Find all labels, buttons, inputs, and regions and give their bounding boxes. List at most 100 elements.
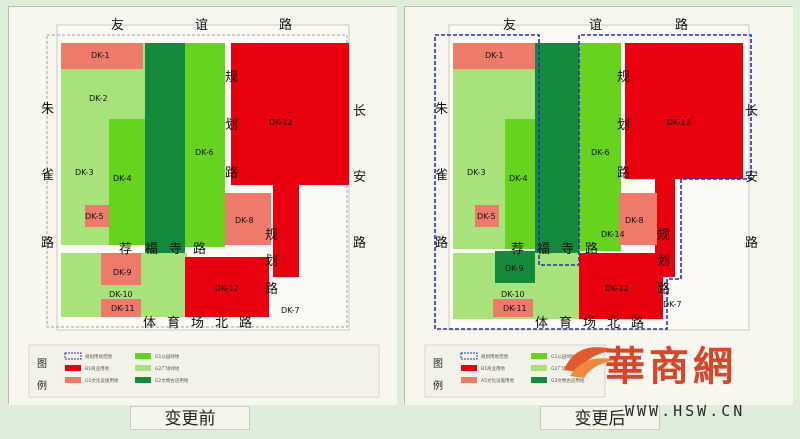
road-jianfusi-3: 寺 <box>561 242 574 257</box>
label-dk9: DK-9 <box>505 264 524 273</box>
road-planning-lower-2: 划 <box>265 254 278 269</box>
legend-item: G2文物古迹用地 <box>155 377 189 384</box>
parcel-dk1 <box>453 43 535 69</box>
parcel-dk6 <box>185 43 225 247</box>
parcel-dk13 <box>625 43 743 277</box>
label-dk8: DK-8 <box>625 216 644 225</box>
legend-item: 规划用地范围 <box>85 353 112 360</box>
label-dk14: DK-14 <box>601 230 625 239</box>
label-dk13: DK-13 <box>667 118 691 127</box>
road-jianfusi-3: 寺 <box>169 242 182 257</box>
parcel-heritage <box>145 43 185 253</box>
after-title: 变更后 <box>540 406 660 430</box>
road-changan-3: 路 <box>353 235 366 251</box>
road-youyi-1: 友 <box>111 17 124 33</box>
label-dk11: DK-11 <box>111 304 135 313</box>
legend-item: B1商业用地 <box>481 365 505 372</box>
legend-heading-1: 图 <box>37 358 47 370</box>
road-tiyu-3: 场 <box>583 316 596 331</box>
road-tiyu-2: 育 <box>559 315 572 331</box>
legend-item: G2广场绿地 <box>155 365 180 372</box>
road-zhuque-1: 朱 <box>41 102 54 117</box>
legend-before: 图 例 规划用地范围 B1商业用地 G1文化设施用地 G1公园绿地 G2广场绿地… <box>28 344 380 398</box>
road-planning-lower-3: 路 <box>657 281 670 297</box>
parcel-dk5 <box>85 205 109 227</box>
after-map: DK-1 DK-3 DK-4 DK-5 DK-6 DK-7 DK-8 DK-9 … <box>405 7 793 405</box>
road-changan-2: 安 <box>353 170 366 185</box>
label-dk5: DK-5 <box>85 212 104 221</box>
after-map-panel: DK-1 DK-3 DK-4 DK-5 DK-6 DK-7 DK-8 DK-9 … <box>404 6 793 405</box>
brand-swoosh-icon <box>564 347 616 378</box>
road-planning-2: 划 <box>617 118 630 133</box>
label-dk4: DK-4 <box>113 174 132 183</box>
road-jianfusi-4: 路 <box>193 241 206 257</box>
parcel-dk9 <box>495 251 535 283</box>
road-youyi-1: 友 <box>503 17 516 33</box>
legend-item: G1文化设施用地 <box>85 377 119 384</box>
parcel-dk8 <box>619 193 657 245</box>
road-changan-2: 安 <box>745 170 758 185</box>
road-changan-3: 路 <box>745 235 758 251</box>
road-jianfusi-1: 荐 <box>119 242 132 257</box>
label-dk1: DK-1 <box>485 51 504 60</box>
label-dk7: DK-7 <box>663 300 682 309</box>
road-youyi-3: 路 <box>675 17 688 33</box>
parcel-dk9 <box>101 253 141 285</box>
road-planning-1: 规 <box>225 70 238 85</box>
label-dk6: DK-6 <box>591 148 610 157</box>
label-dk12: DK-12 <box>215 284 239 293</box>
label-dk10: DK-10 <box>501 290 525 299</box>
legend-heading-2: 例 <box>37 379 47 392</box>
legend-item: 规划用地范围 <box>481 353 508 360</box>
road-jianfusi-2: 福 <box>145 242 158 257</box>
road-tiyu-4: 北 <box>215 316 228 331</box>
road-tiyu-5: 路 <box>239 315 252 331</box>
road-tiyu-4: 北 <box>607 316 620 331</box>
label-dk12: DK-12 <box>605 284 629 293</box>
road-jianfusi-2: 福 <box>537 242 550 257</box>
road-planning-2: 划 <box>225 118 238 133</box>
label-dk11: DK-11 <box>503 304 527 313</box>
road-tiyu-5: 路 <box>631 315 644 331</box>
parcel-heritage <box>535 43 579 265</box>
parcel-dk4 <box>505 119 535 249</box>
road-changan-1: 长 <box>353 104 366 119</box>
legend-after: 图 例 规划用地范围 B1商业用地 A5文化设施用地 G1公园绿地 G2广场绿地… <box>424 344 606 398</box>
legend-heading-2: 例 <box>433 379 443 392</box>
label-dk1: DK-1 <box>91 51 110 60</box>
before-title: 变更前 <box>130 406 250 430</box>
label-dk6: DK-6 <box>195 148 214 157</box>
road-jianfusi-4: 路 <box>585 241 598 257</box>
legend-heading-1: 图 <box>433 358 443 370</box>
road-tiyu-1: 体 <box>535 316 548 331</box>
road-tiyu-3: 场 <box>191 316 204 331</box>
parcel-dk13 <box>231 43 349 277</box>
road-planning-1: 规 <box>617 70 630 85</box>
label-dk7: DK-7 <box>281 306 300 315</box>
road-planning-3: 路 <box>225 165 238 181</box>
road-planning-3: 路 <box>617 165 630 181</box>
road-zhuque-2: 雀 <box>435 168 448 183</box>
road-youyi-2: 谊 <box>195 18 208 33</box>
parcel-dk5 <box>475 205 499 227</box>
parcel-dk1 <box>61 43 143 69</box>
road-tiyu-1: 体 <box>143 316 156 331</box>
label-dk8: DK-8 <box>235 216 254 225</box>
label-dk2: DK-2 <box>89 94 108 103</box>
parcel-dk4 <box>109 119 145 245</box>
parcel-dk11 <box>101 299 141 317</box>
road-zhuque-2: 雀 <box>41 168 54 183</box>
before-map-panel: DK-1 DK-2 DK-3 DK-4 DK-5 DK-6 DK-7 DK-8 … <box>8 6 397 405</box>
road-zhuque-1: 朱 <box>435 102 448 117</box>
road-changan-1: 长 <box>745 104 758 119</box>
brand-logo: 華商網 <box>605 343 737 390</box>
road-planning-lower-1: 规 <box>265 228 278 243</box>
road-tiyu-2: 育 <box>167 315 180 331</box>
label-dk10: DK-10 <box>109 290 133 299</box>
label-dk4: DK-4 <box>509 174 528 183</box>
parcel-dk12 <box>185 257 269 317</box>
legend-item: B1商业用地 <box>85 365 109 372</box>
parcel-dk11 <box>493 299 533 317</box>
label-dk5: DK-5 <box>477 212 496 221</box>
label-dk3: DK-3 <box>75 168 94 177</box>
